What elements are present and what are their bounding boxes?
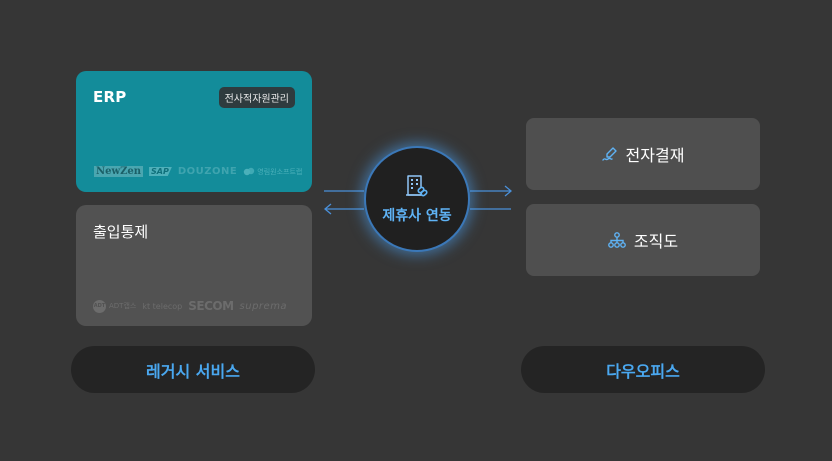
younglimwon-mark-icon	[244, 167, 255, 176]
erp-badge: 전사적자원관리	[218, 87, 295, 108]
partner-integration-hub: 제휴사 연동	[364, 146, 470, 252]
younglimwon-logo: 영림원소프트랩	[243, 167, 302, 177]
access-control-card: 출입통제 ADT ADT캡스 kt telecop SECOM suprema	[76, 205, 312, 326]
adt-mark-icon: ADT	[93, 299, 106, 313]
access-logo-row: ADT ADT캡스 kt telecop SECOM suprema	[93, 299, 287, 313]
org-chart-card: 조직도	[526, 204, 760, 276]
approval-label: 전자결재	[625, 146, 685, 165]
hub-label: 제휴사 연동	[382, 208, 452, 224]
erp-card: ERP 전사적자원관리 NewZen SAP DOUZONE 영림원소프트랩	[76, 71, 312, 192]
org-chart-icon	[608, 232, 626, 248]
legacy-service-label: 레거시 서비스	[71, 346, 315, 393]
douzone-logo: DOUZONE	[177, 166, 238, 177]
approval-signature-icon	[601, 147, 617, 161]
erp-title: ERP	[93, 88, 127, 106]
sap-logo: SAP	[149, 167, 172, 176]
erp-logo-row: NewZen SAP DOUZONE 영림원소프트랩	[94, 166, 302, 177]
adt-caps-logo: ADT ADT캡스	[93, 299, 137, 313]
org-chart-label: 조직도	[633, 232, 679, 251]
secom-logo: SECOM	[188, 299, 234, 313]
younglimwon-text: 영림원소프트랩	[257, 167, 303, 176]
adt-caps-text: ADT캡스	[109, 302, 137, 310]
approval-card: 전자결재	[526, 118, 760, 190]
kt-telecop-logo: kt telecop	[142, 301, 183, 311]
suprema-logo: suprema	[239, 300, 288, 312]
dau-office-label: 다우오피스	[521, 346, 765, 393]
building-link-icon	[406, 175, 428, 197]
newzen-logo: NewZen	[94, 166, 144, 177]
access-control-title: 출입통제	[93, 223, 149, 241]
